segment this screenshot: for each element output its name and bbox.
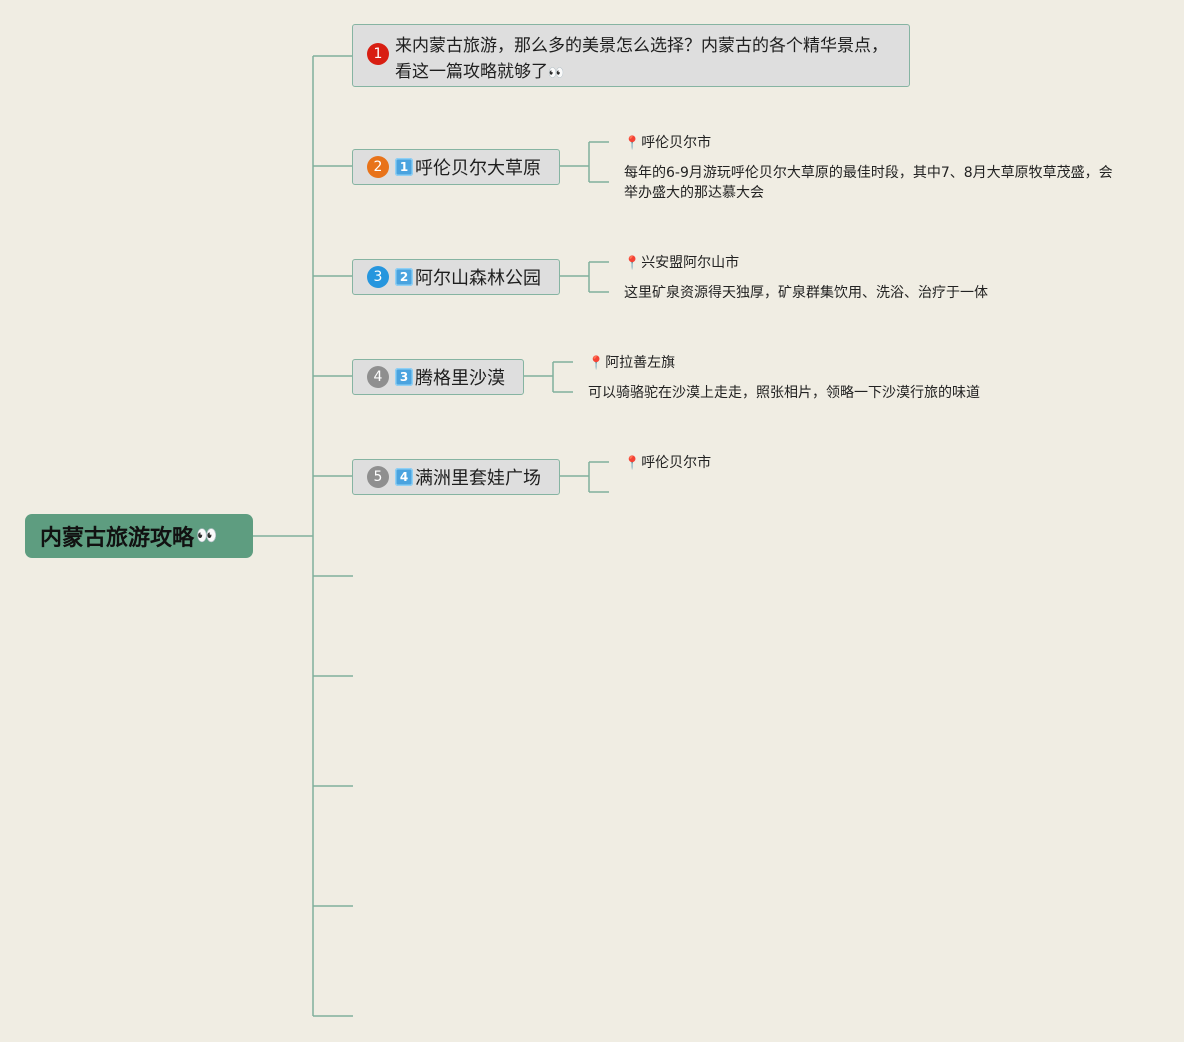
topic-5-label: 满洲里套娃广场 [415, 468, 541, 489]
topic-2-description[interactable]: 每年的6-9月游玩呼伦贝尔大草原的最佳时段，其中7、8月大草原牧草茂盛，会举办盛… [624, 165, 1113, 201]
pin-icon: 📍 [588, 356, 605, 371]
keycap-digit-icon: 1 [395, 158, 413, 176]
topic-1[interactable]: 1 来内蒙古旅游，那么多的美景怎么选择？内蒙古的各个精华景点，看这一篇攻略就够了… [352, 24, 910, 87]
detail-bracket-3 [560, 261, 609, 293]
priority-marker-icon: 1 [367, 43, 389, 65]
topic-4[interactable]: 4 3 腾格里沙漠 [352, 359, 524, 395]
priority-marker-icon: 4 [367, 366, 389, 388]
topic-4-description[interactable]: 可以骑骆驼在沙漠上走走，照张相片，领略一下沙漠行旅的味道 [588, 385, 980, 401]
pin-icon: 📍 [624, 136, 641, 151]
topic-3-description[interactable]: 这里矿泉资源得天独厚，矿泉群集饮用、洗浴、治疗于一体 [624, 285, 988, 301]
topic-3-label: 阿尔山森林公园 [415, 268, 541, 289]
keycap-digit-icon: 2 [395, 268, 413, 286]
topic-2-location[interactable]: 📍呼伦贝尔市 [624, 135, 712, 151]
detail-bracket-2 [560, 141, 609, 183]
pin-icon: 📍 [624, 456, 641, 471]
topic-2[interactable]: 2 1 呼伦贝尔大草原 [352, 149, 560, 185]
topic-4-label: 腾格里沙漠 [415, 368, 505, 389]
topic-3[interactable]: 3 2 阿尔山森林公园 [352, 259, 560, 295]
topic-1-text: 来内蒙古旅游，那么多的美景怎么选择？内蒙古的各个精华景点，看这一篇攻略就够了👀 [395, 36, 888, 82]
eyes-emoji-icon: 👀 [196, 526, 217, 546]
topic-3-location[interactable]: 📍兴安盟阿尔山市 [624, 255, 740, 271]
detail-bracket-5 [560, 461, 609, 493]
eyes-emoji-icon: 👀 [548, 66, 564, 81]
root-title: 内蒙古旅游攻略 [40, 526, 195, 551]
keycap-digit-icon: 4 [395, 468, 413, 486]
root-topic[interactable]: 内蒙古旅游攻略 👀 [25, 514, 253, 558]
priority-marker-icon: 3 [367, 266, 389, 288]
priority-marker-icon: 5 [367, 466, 389, 488]
topic-2-label: 呼伦贝尔大草原 [415, 158, 541, 179]
detail-bracket-4 [523, 361, 573, 393]
topic-5[interactable]: 5 4 满洲里套娃广场 [352, 459, 560, 495]
topic-4-location[interactable]: 📍阿拉善左旗 [588, 355, 676, 371]
priority-marker-icon: 2 [367, 156, 389, 178]
keycap-digit-icon: 3 [395, 368, 413, 386]
topic-5-location[interactable]: 📍呼伦贝尔市 [624, 455, 712, 471]
pin-icon: 📍 [624, 256, 641, 271]
